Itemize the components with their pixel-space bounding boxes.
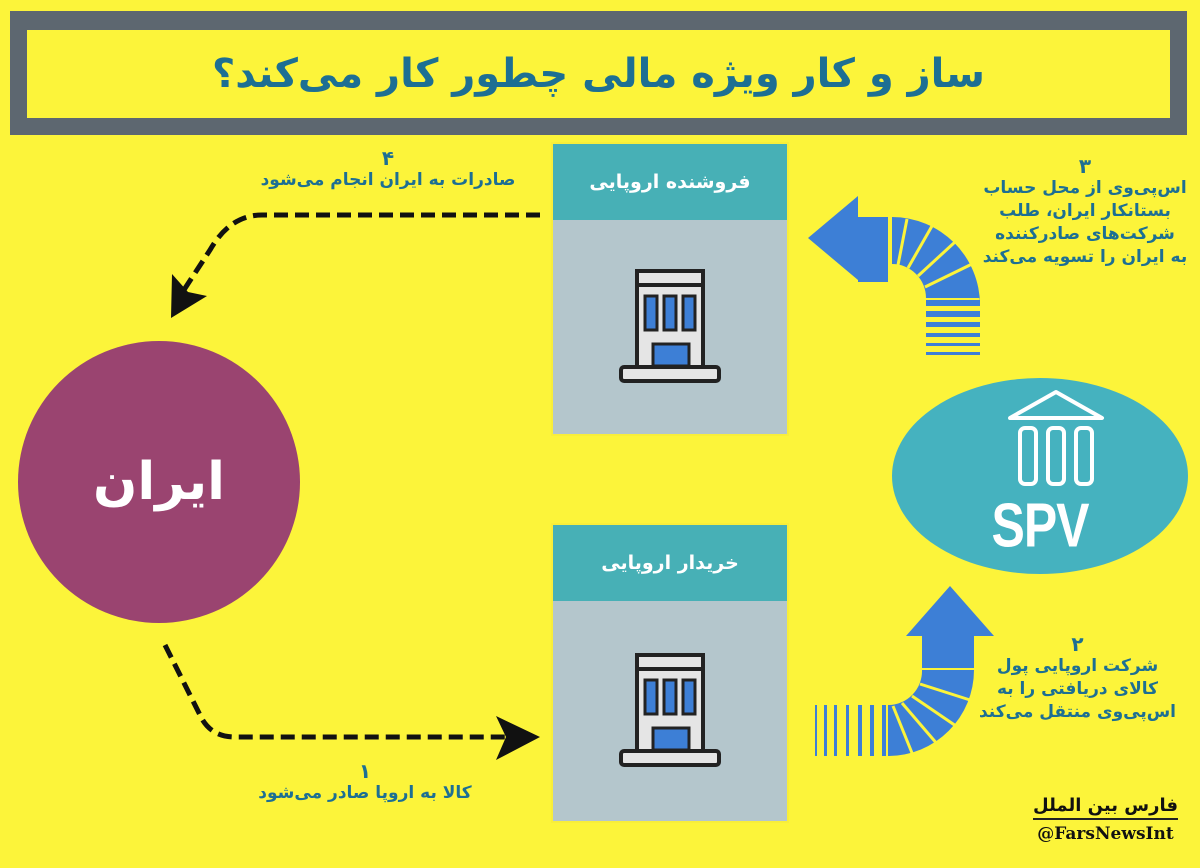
- source-credit: فارس بین الملل @FarsNewsInt: [1033, 795, 1178, 844]
- step-3-line-1: اس‌پی‌وی از محل حساب: [983, 178, 1187, 198]
- step-1-label: ۱ کالا به اروپا صادر می‌شود: [220, 760, 510, 805]
- step-2-number: ۲: [1071, 632, 1084, 656]
- step-3-line-4: به ایران را تسویه می‌کند: [982, 247, 1188, 267]
- title-frame: ساز و کار ویژه مالی چطور کار می‌کند؟: [10, 11, 1187, 135]
- page-title: ساز و کار ویژه مالی چطور کار می‌کند؟: [211, 51, 986, 97]
- spv-node: SPV: [892, 378, 1188, 574]
- buyer-card-body: [553, 601, 787, 821]
- step-3-flow-arrow: [808, 196, 980, 355]
- step-3-number: ۳: [1078, 154, 1092, 178]
- credit-name: فارس بین الملل: [1033, 795, 1178, 820]
- bank-building-icon: [1008, 390, 1104, 486]
- title-box: ساز و کار ویژه مالی چطور کار می‌کند؟: [27, 30, 1170, 118]
- step-4-label: ۴ صادرات به ایران انجام می‌شود: [228, 147, 548, 192]
- seller-card: فروشنده اروپایی: [551, 142, 789, 436]
- seller-card-header: فروشنده اروپایی: [553, 144, 787, 220]
- step-2-label: ۲ شرکت اروپایی پول کالای دریافتی را به ا…: [960, 633, 1195, 724]
- step-1-number: ۱: [358, 759, 372, 783]
- step-3-label: ۳ اس‌پی‌وی از محل حساب بستانکار ایران، ط…: [975, 155, 1195, 269]
- buyer-card: خریدار اروپایی: [551, 523, 789, 823]
- iran-label: ایران: [93, 452, 225, 512]
- iran-node: ایران: [18, 341, 300, 623]
- buyer-card-header: خریدار اروپایی: [553, 525, 787, 601]
- credit-handle: @FarsNewsInt: [1037, 824, 1174, 844]
- step-1-text: کالا به اروپا صادر می‌شود: [258, 783, 472, 803]
- step-2-line-1: شرکت اروپایی پول: [996, 656, 1159, 676]
- seller-card-body: [553, 220, 787, 434]
- office-building-icon: [619, 653, 721, 767]
- step-4-number: ۴: [381, 146, 395, 170]
- step-2-line-3: اس‌پی‌وی منتقل می‌کند: [978, 702, 1177, 722]
- spv-label: SPV: [991, 490, 1089, 560]
- step-1-dashed-arrow: [162, 643, 540, 760]
- step-3-line-2: بستانکار ایران، طلب: [999, 201, 1171, 221]
- step-4-dashed-arrow: [171, 212, 540, 318]
- step-3-line-3: شرکت‌های صادرکننده: [995, 224, 1175, 244]
- office-building-icon: [619, 269, 721, 383]
- step-2-line-2: کالای دریافتی را به: [996, 679, 1159, 699]
- step-2-flow-arrow: [815, 586, 994, 756]
- step-4-text: صادرات به ایران انجام می‌شود: [260, 170, 516, 190]
